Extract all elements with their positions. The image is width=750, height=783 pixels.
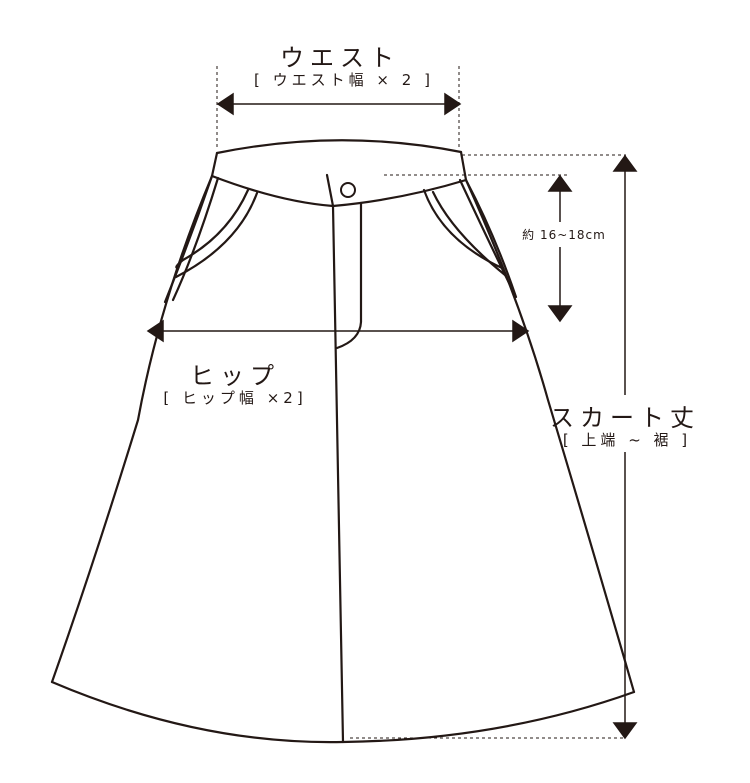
waist-title: ウエスト bbox=[280, 44, 400, 72]
right-pocket-opening-2 bbox=[431, 190, 507, 277]
rise-arrow-up-icon bbox=[547, 174, 573, 192]
waistband-top bbox=[215, 139, 463, 155]
skirt-right-side bbox=[464, 178, 636, 694]
right-pocket-inner bbox=[458, 178, 512, 287]
fly-placket bbox=[335, 201, 363, 350]
waist-arrow-left-icon bbox=[216, 92, 234, 116]
left-pocket-opening-1 bbox=[175, 188, 250, 270]
button-icon bbox=[340, 182, 356, 198]
left-pocket-inner bbox=[171, 176, 220, 302]
hip-arrow-right-icon bbox=[512, 319, 530, 343]
fly-tab bbox=[325, 173, 335, 208]
left-pocket-opening-2 bbox=[174, 191, 259, 279]
waist-arrow-right-icon bbox=[444, 92, 462, 116]
skirt-length-title: スカート丈 bbox=[550, 404, 700, 432]
length-arrow-down-icon bbox=[612, 722, 638, 740]
waistband-right bbox=[459, 150, 468, 182]
waistband-left bbox=[210, 151, 219, 178]
rise-arrow-down-icon bbox=[547, 305, 573, 323]
skirt-left-side bbox=[50, 174, 214, 684]
rise-label: 約 16~18cm bbox=[522, 228, 606, 242]
right-pocket-outer bbox=[464, 178, 518, 299]
center-seam bbox=[331, 204, 345, 744]
hip-subtitle: [ ヒップ幅 ×2] bbox=[163, 389, 307, 407]
waist-subtitle: [ ウエスト幅 × 2 ] bbox=[254, 71, 434, 89]
hip-arrow-left-icon bbox=[146, 319, 164, 343]
skirt-length-subtitle: [ 上端 ~ 裾 ] bbox=[562, 431, 692, 449]
hip-title: ヒップ bbox=[190, 362, 280, 390]
length-arrow-up-icon bbox=[612, 154, 638, 172]
left-pocket-outer bbox=[163, 174, 214, 304]
